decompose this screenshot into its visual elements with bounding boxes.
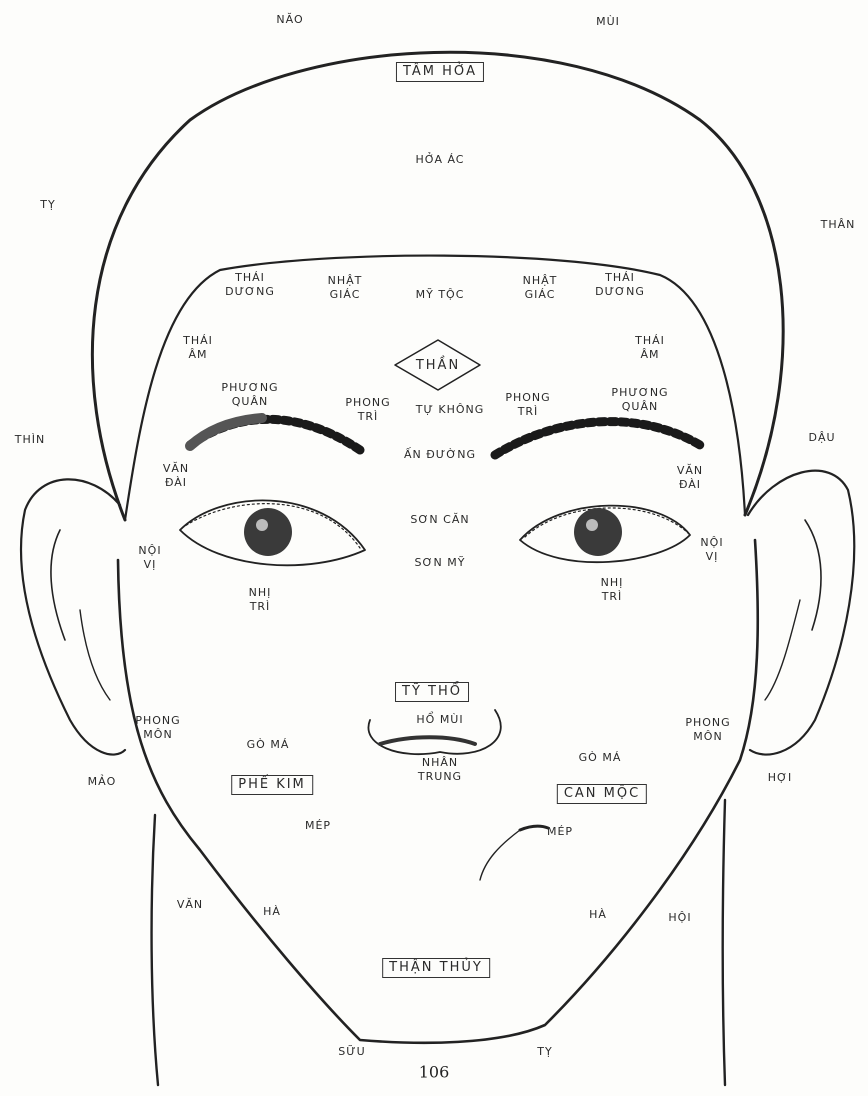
label-phe-kim: PHẾ KIM xyxy=(231,775,313,795)
label-nhi-tri-left: NHỊ TRÌ xyxy=(249,586,272,614)
label-son-mi: SƠN MỸ xyxy=(415,556,466,570)
label-ho-mui: HỔ MÙI xyxy=(416,713,463,727)
label-mep-right: MÉP xyxy=(547,825,573,839)
label-mui-top: MÙI xyxy=(596,15,620,29)
left-ear xyxy=(21,479,125,754)
label-ty-left: TỴ xyxy=(40,198,55,212)
label-hoi-chin: HỘI xyxy=(668,911,691,925)
label-tu-khong: TỰ KHÔNG xyxy=(416,403,485,417)
label-nhat-giac-right: NHẬT GIÁC xyxy=(523,274,558,302)
label-thai-duong-right: THÁI DƯƠNG xyxy=(595,271,645,299)
label-can-moc: CAN MỘC xyxy=(557,784,647,804)
label-phuong-quan-right: PHƯƠNG QUÂN xyxy=(611,386,668,414)
label-phong-tri-left: PHONG TRÌ xyxy=(345,396,390,424)
label-thai-am-right: THÁI ÂM xyxy=(635,334,665,362)
neck-left xyxy=(152,815,158,1085)
label-thai-duong-left: THÁI DƯƠNG xyxy=(225,271,275,299)
label-hoi: HỢI xyxy=(768,771,793,785)
label-mao: MẢO xyxy=(88,775,117,789)
label-thin: THÌN xyxy=(15,433,45,447)
label-than-right: THÂN xyxy=(821,218,856,232)
label-dau: DẬU xyxy=(808,431,835,445)
label-van-chin: VĂN xyxy=(177,898,203,912)
label-tam-hoa: TÂM HỎ́A xyxy=(396,62,484,82)
label-go-ma-right: GÒ MÁ xyxy=(579,751,622,765)
label-thai-am-left: THÁI ÂM xyxy=(183,334,213,362)
label-than-center: THẦN xyxy=(416,359,460,373)
label-van-dai-right: VĂN ĐÀI xyxy=(677,464,703,492)
page-number: 106 xyxy=(419,1063,450,1082)
label-phuong-quan-left: PHƯƠNG QUÂN xyxy=(221,381,278,409)
label-go-ma-left: GÒ MÁ xyxy=(247,738,290,752)
label-son-can: SƠN CĂN xyxy=(410,513,469,527)
label-than-thuy: THẬN THỦY xyxy=(382,958,490,978)
label-noi-vi-left: NỘI VỊ xyxy=(138,544,161,572)
label-suu: SỮU xyxy=(338,1045,365,1059)
label-noi-vi-right: NỘI VỊ xyxy=(700,536,723,564)
label-an-duong: ẤN ĐƯỜNG xyxy=(404,448,476,462)
label-nao: NĂO xyxy=(276,13,303,27)
right-eyebrow xyxy=(495,422,700,455)
label-nhi-tri-right: NHỊ TRÌ xyxy=(601,576,624,604)
label-ha-right: HÀ xyxy=(589,908,607,922)
label-nhat-giac-left: NHẬT GIÁC xyxy=(328,274,363,302)
label-mep-left: MÉP xyxy=(305,819,331,833)
label-nhan-trung: NHÂN TRUNG xyxy=(418,756,462,784)
label-ty-bottom: TỴ xyxy=(537,1045,552,1059)
label-phong-mon-right: PHONG MÔN xyxy=(685,716,730,744)
label-ha-left: HÀ xyxy=(263,905,281,919)
label-phong-tri-right: PHONG TRÌ xyxy=(505,391,550,419)
right-ear xyxy=(748,471,854,755)
label-ty-tho: TỸ THỔ xyxy=(395,682,469,702)
label-my-toc: MỸ TỘC xyxy=(416,288,465,302)
label-phong-mon-left: PHONG MÔN xyxy=(135,714,180,742)
label-hoa-ac: HỎ́A ÁC xyxy=(416,153,465,167)
label-van-dai-left: VĂN ĐÀI xyxy=(163,462,189,490)
neck-right xyxy=(723,800,725,1085)
